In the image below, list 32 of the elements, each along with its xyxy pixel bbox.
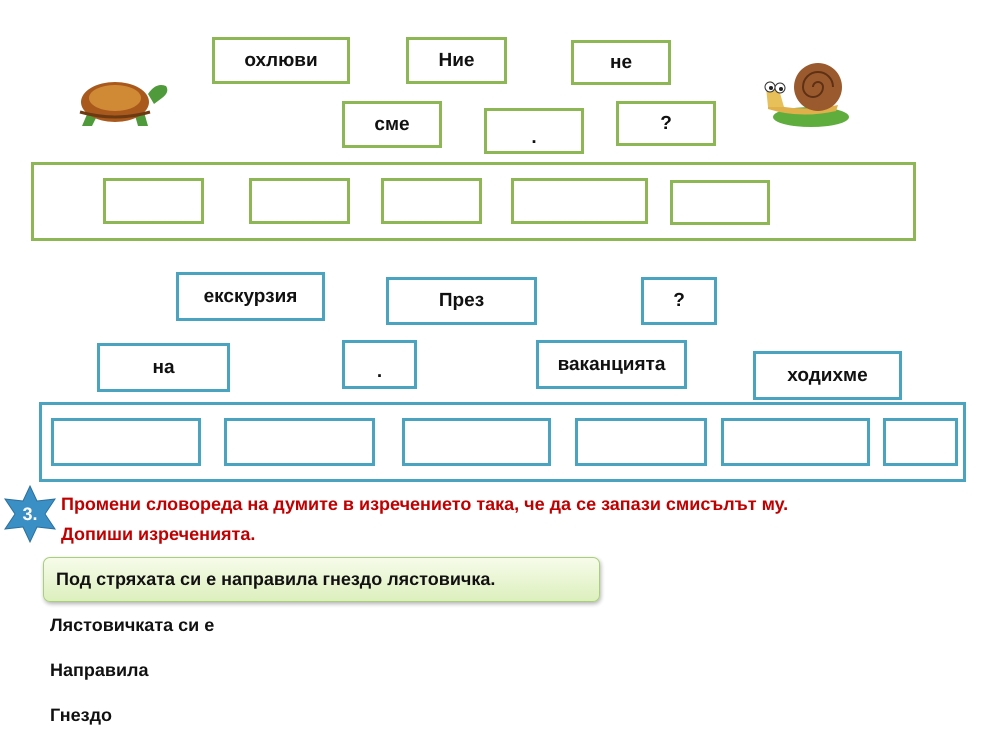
word-card: През [386,277,537,325]
word-card: . [342,340,417,389]
answer-strip [39,402,966,482]
word-card: . [484,108,584,154]
answer-box [511,178,648,224]
word-card: ? [616,101,716,146]
instruction-text: Допиши изреченията. [61,524,256,545]
answer-box [224,418,375,466]
answer-strip [31,162,916,241]
answer-box [103,178,204,224]
sentence-start: Лястовичката си е [50,615,214,636]
answer-box [249,178,350,224]
instruction-text: Промени словореда на думите в изречението така, че да се запази смисълът му. [61,494,788,515]
word-card: не [571,40,671,85]
sentence-box: Под стряхата си е направила гнездо лястовичка. [43,557,600,602]
answer-box [883,418,958,466]
answer-box [670,180,770,225]
answer-box [51,418,201,466]
word-card: охлюви [212,37,350,84]
answer-box [721,418,870,466]
answer-box [381,178,482,224]
sentence-start: Направила [50,660,148,681]
word-card: Ние [406,37,507,84]
word-card: ? [641,277,717,325]
word-card: сме [342,101,442,148]
word-card: екскурзия [176,272,325,321]
sentence-start: Гнездо [50,705,112,726]
answer-box [402,418,551,466]
word-card: ходихме [753,351,902,400]
word-card: на [97,343,230,392]
word-card: ваканцията [536,340,687,389]
answer-box [575,418,707,466]
